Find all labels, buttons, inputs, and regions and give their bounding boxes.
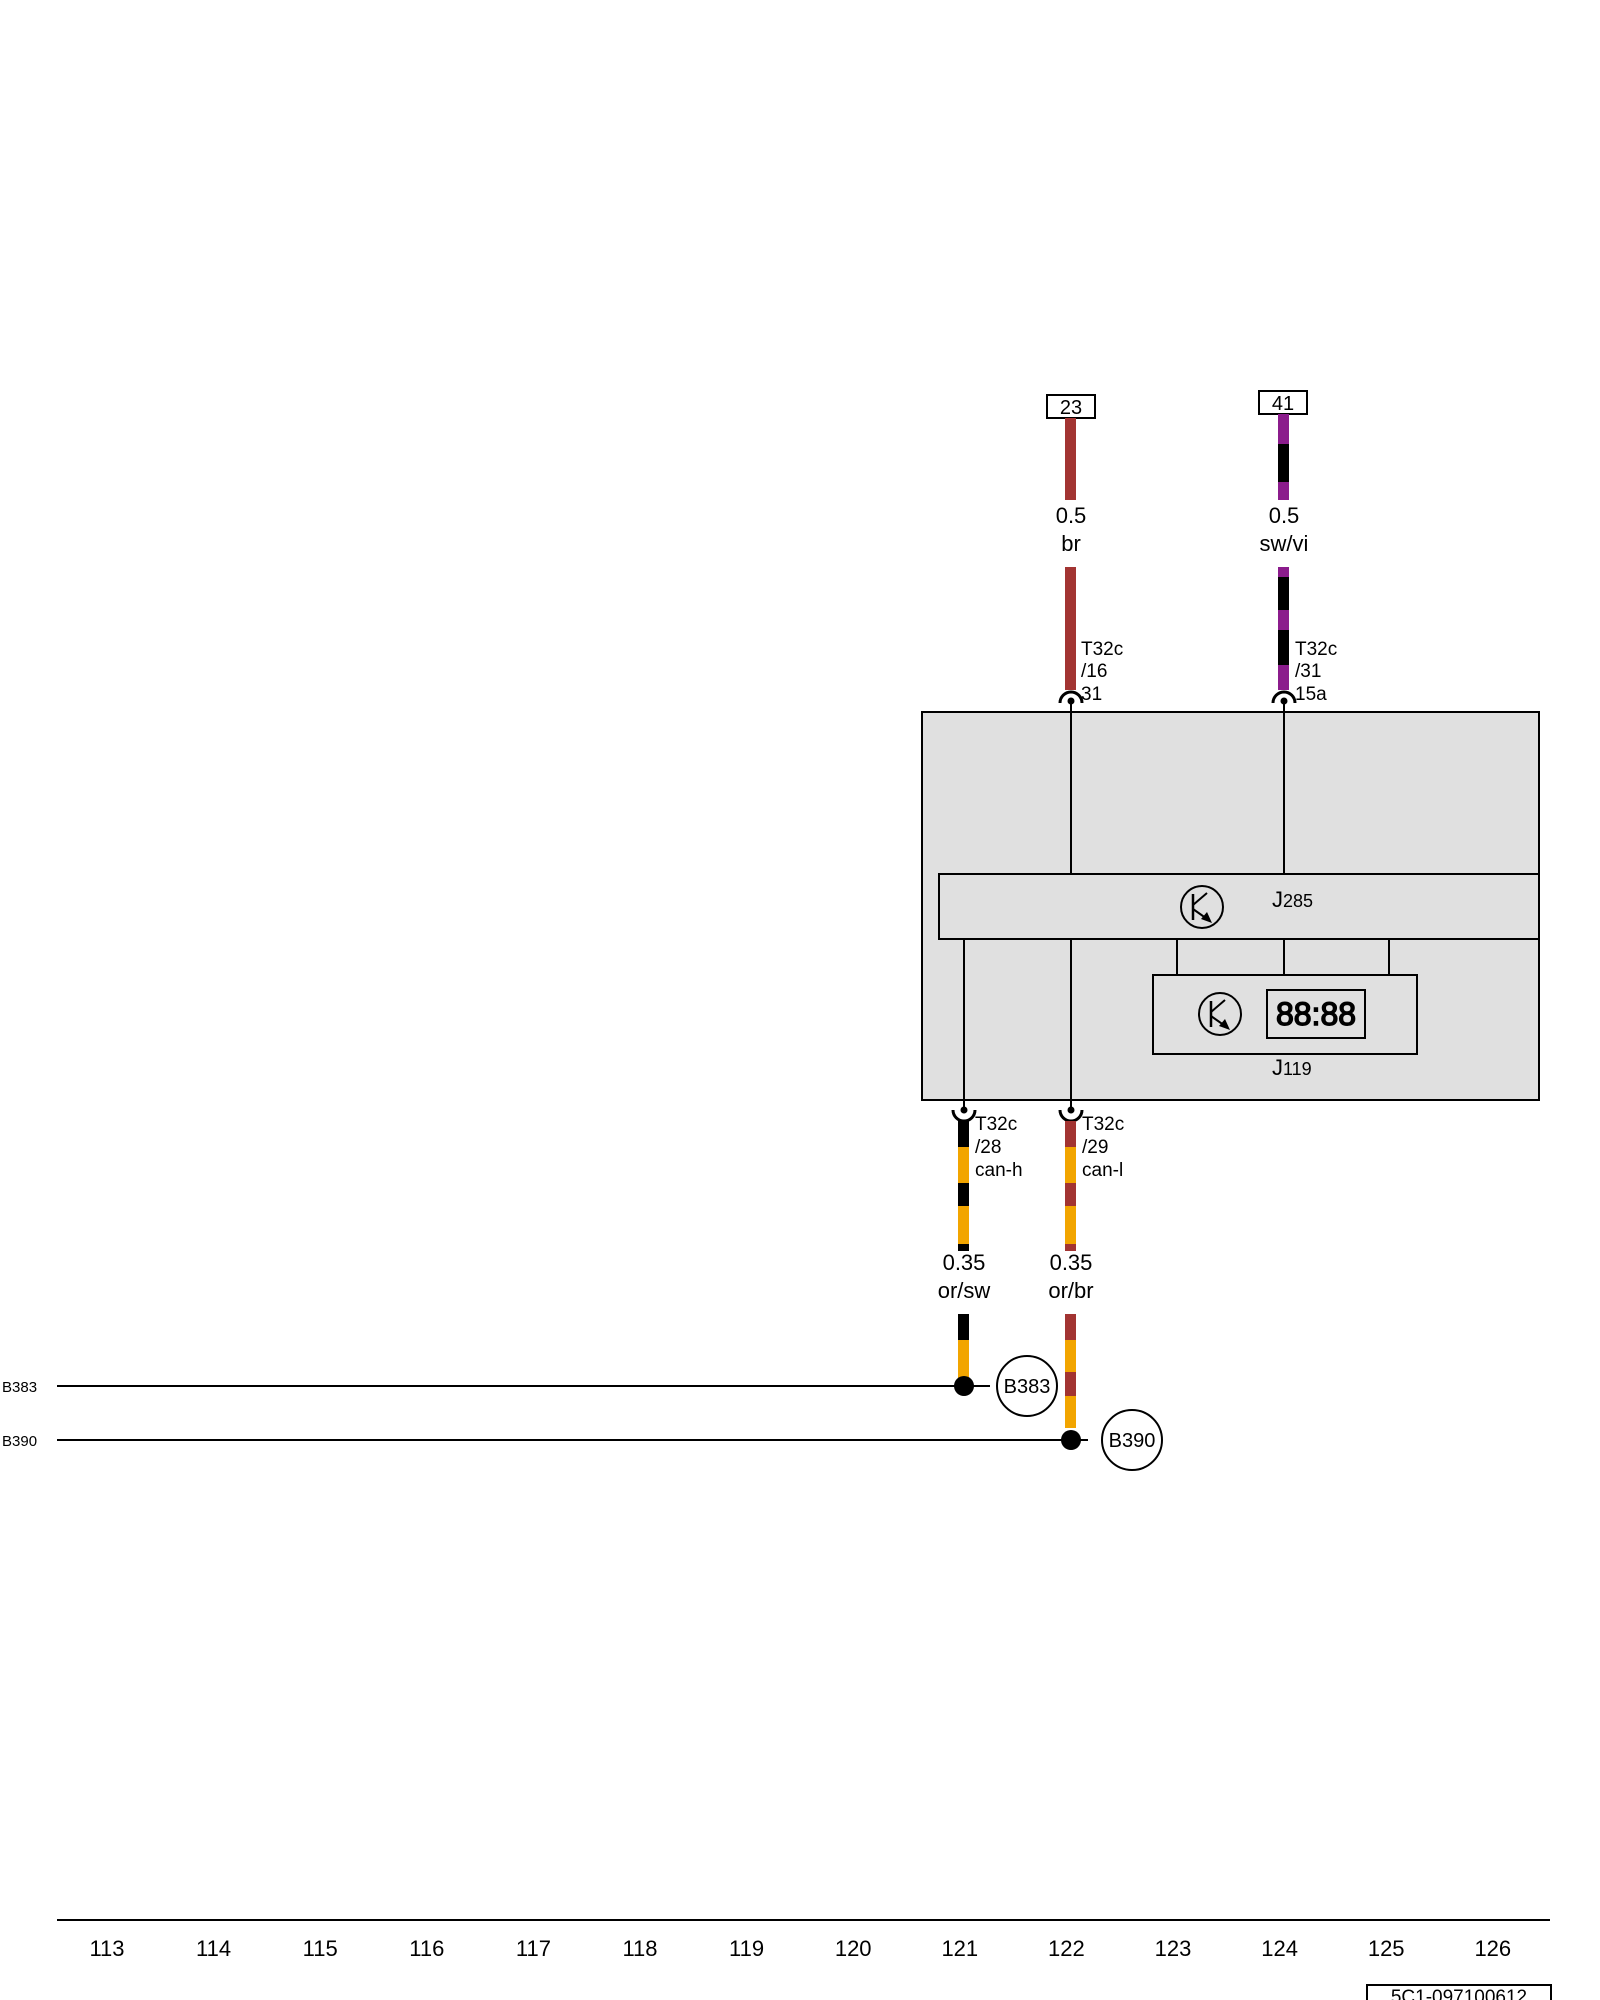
node-b390 [1101, 1409, 1163, 1471]
j119-prefix: J [1272, 1055, 1283, 1080]
j285-bar [938, 873, 1540, 940]
node-b383 [996, 1355, 1058, 1417]
ref-box-23-label: 23 [1060, 397, 1082, 419]
grid-number: 118 [622, 1936, 657, 1961]
connector-29-symbol [1058, 1109, 1084, 1123]
grid-numbers: 113 114 115 116 117 118 119 120 121 122 123 124 125 1… [89, 1936, 1511, 1961]
connector-28-symbol [951, 1109, 977, 1123]
wire-orbr-top [1065, 1121, 1076, 1251]
node-b383-label: B383 [1004, 1376, 1051, 1398]
grid-number: 114 [196, 1936, 231, 1961]
grid-number: 125 [1368, 1936, 1405, 1961]
connector-31-symbol [1271, 690, 1297, 704]
grid-number: 115 [303, 1936, 338, 1961]
wire-orbr-bottom [1065, 1314, 1076, 1428]
grid-number: 121 [941, 1936, 978, 1961]
connector-16-dot [1067, 697, 1075, 705]
pin-t32c-29-line3: can-l [1082, 1160, 1123, 1181]
clock-display-frame [1266, 989, 1366, 1039]
connector-31-dot [1280, 697, 1288, 705]
pin-t32c-28-line2: /28 [975, 1137, 1001, 1158]
grid-number: 116 [409, 1936, 444, 1961]
j285-transistor-icon [1180, 885, 1224, 929]
j285-number: 285 [1283, 891, 1313, 911]
wire-swvi-top [1278, 414, 1289, 500]
wire-br-color: br [1061, 531, 1081, 556]
wire-orsw-top [958, 1121, 969, 1251]
wire-orsw-size: 0.35 [943, 1250, 986, 1275]
pin-t32c-28-line3: can-h [975, 1160, 1023, 1181]
pin-t32c-31-line3: 15a [1295, 684, 1327, 705]
connector-16-symbol [1058, 690, 1084, 704]
pin-t32c-29-line2: /29 [1082, 1137, 1108, 1158]
connector-28-dot [960, 1106, 968, 1114]
pin-t32c-31-line2: /31 [1295, 661, 1321, 682]
drawing-id: 5C1-097100612 [1391, 1987, 1527, 2000]
pin-t32c-28-label: T32c /28 can-h [975, 1114, 1023, 1181]
bus-label-b383: B383 [2, 1379, 37, 1396]
pin-t32c-16-line1: T32c [1081, 639, 1123, 660]
bus-label-b390: B390 [2, 1433, 37, 1450]
wire-br-bottom [1065, 567, 1076, 690]
j285-prefix: J [1272, 887, 1283, 912]
j119-label: J119 [1272, 1055, 1312, 1080]
grid-number: 123 [1155, 1936, 1192, 1961]
pin-t32c-28-line1: T32c [975, 1114, 1017, 1135]
node-b390-label: B390 [1109, 1430, 1156, 1452]
grid-number: 119 [729, 1936, 764, 1961]
grid-number: 126 [1474, 1936, 1511, 1961]
grid-number: 122 [1048, 1936, 1085, 1961]
junction-b390 [1061, 1430, 1081, 1450]
pin-t32c-31-line1: T32c [1295, 639, 1337, 660]
pin-t32c-29-label: T32c /29 can-l [1082, 1114, 1130, 1181]
ref-box-41-label: 41 [1272, 393, 1294, 415]
drawing-id-box [1366, 1984, 1552, 2000]
clock-display: 88:88 [1276, 996, 1356, 1032]
pin-t32c-29-line1: T32c [1082, 1114, 1124, 1135]
grid-number: 113 [89, 1936, 124, 1961]
pin-t32c-16-line2: /16 [1081, 661, 1107, 682]
grid-number: 124 [1261, 1936, 1298, 1961]
wire-swvi-bottom [1278, 567, 1289, 690]
pin-t32c-31-label: T32c /31 15a [1295, 639, 1343, 705]
j119-transistor-icon [1198, 992, 1242, 1036]
j119-number: 119 [1283, 1059, 1312, 1079]
grid-number: 120 [835, 1936, 872, 1961]
wire-swvi-size: 0.5 [1269, 503, 1300, 528]
wire-orsw-bottom [958, 1314, 969, 1386]
junction-b383 [954, 1376, 974, 1396]
wire-orsw-color: or/sw [938, 1278, 991, 1303]
grid-number: 117 [516, 1936, 551, 1961]
pin-t32c-16-label: T32c /16 31 [1081, 639, 1129, 705]
connector-29-dot [1067, 1106, 1075, 1114]
j285-label: J285 [1272, 887, 1313, 912]
wire-orbr-size: 0.35 [1050, 1250, 1093, 1275]
wire-swvi-color: sw/vi [1260, 531, 1309, 556]
wire-orbr-color: or/br [1048, 1278, 1093, 1303]
wire-br-size: 0.5 [1056, 503, 1087, 528]
pin-t32c-16-line3: 31 [1081, 684, 1102, 705]
wire-br-top [1065, 418, 1076, 500]
